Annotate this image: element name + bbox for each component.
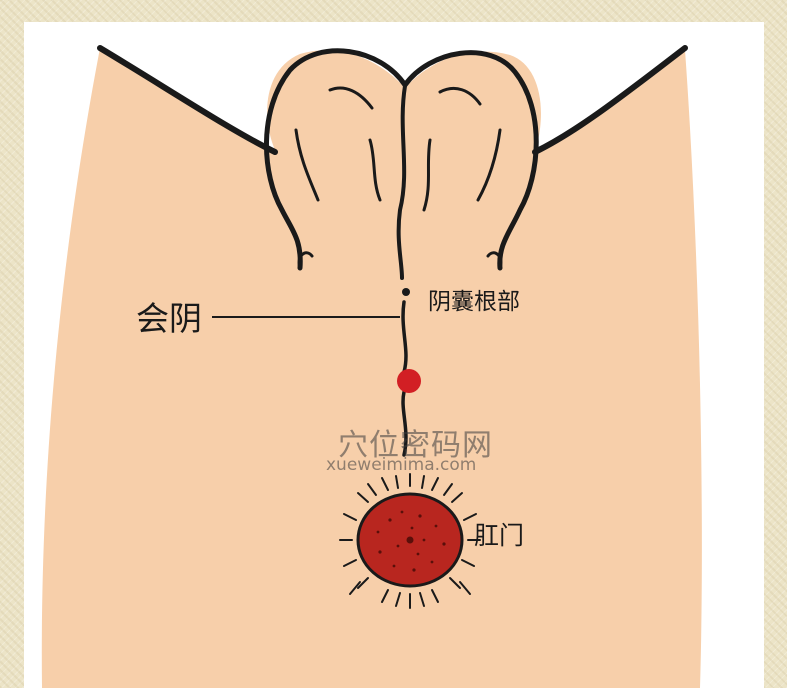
anus-label: 肛门 bbox=[474, 516, 524, 552]
yinnang-root-label: 阴囊根部 bbox=[428, 282, 520, 316]
watermark-url: xueweimima.com bbox=[326, 455, 476, 475]
huiyin-label: 会阴 bbox=[136, 292, 202, 340]
huiyin-acupoint bbox=[397, 369, 421, 393]
yinnang-root-dot bbox=[402, 288, 410, 296]
